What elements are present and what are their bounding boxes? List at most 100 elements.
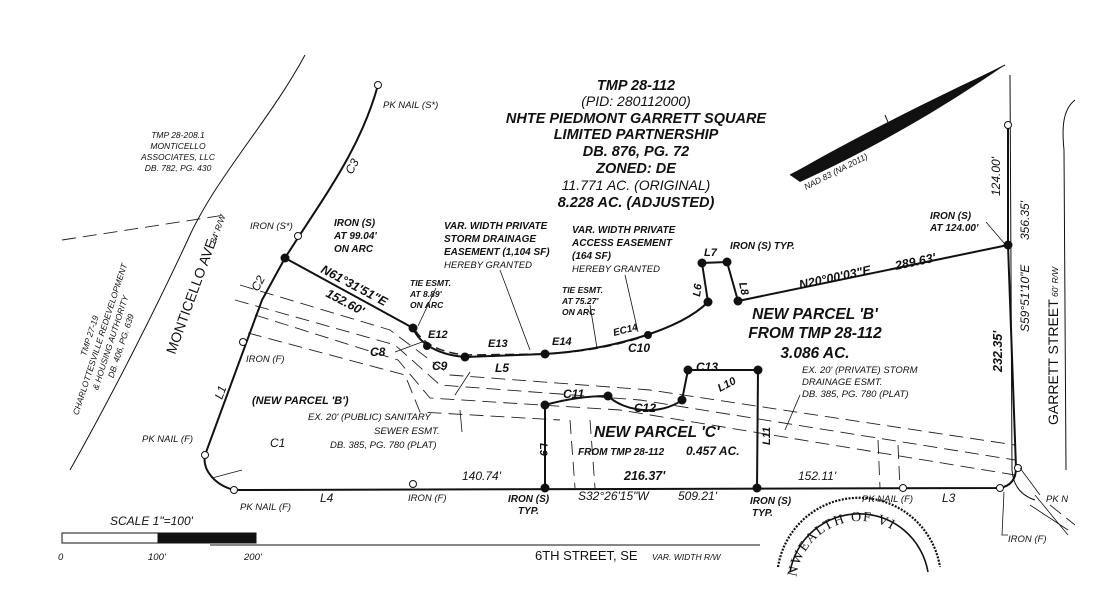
scale-tick-0: 0 — [58, 552, 64, 563]
label-l3: L3 — [942, 491, 956, 505]
distance-south-c: 152.11' — [798, 469, 837, 483]
note-line: VAR. WIDTH PRIVATE — [444, 221, 548, 232]
distance-east-upper: 124.00' — [989, 156, 1003, 196]
scale-bar: SCALE 1"=100' 0 100' 200' — [58, 514, 263, 563]
note-line: EASEMENT (1,104 SF) — [444, 247, 550, 258]
label-l11: L11 — [761, 427, 773, 445]
adjoiner-line: ASSOCIATES, LLC — [140, 152, 216, 162]
note-line: SEWER ESMT. — [374, 426, 440, 437]
monument-pk-n-se — [1014, 464, 1022, 472]
label-c12: C12 — [634, 401, 656, 415]
surveyor-seal: NWEALTH OF VI — [776, 496, 942, 578]
parcel-b-from: FROM TMP 28-112 — [748, 325, 882, 342]
note-line: HEREBY GRANTED — [572, 264, 660, 275]
monument-pk-nail-f-corner — [230, 486, 238, 494]
leader-lines — [211, 221, 1041, 536]
note-iron-124: IRON (S) AT 124.00' — [929, 211, 979, 234]
note-sanitary: EX. 20' (PUBLIC) SANITARY SEWER ESMT. DB… — [308, 412, 440, 451]
adjoiner-line: MONTICELLO — [150, 141, 206, 151]
note-storm-private: VAR. WIDTH PRIVATE STORM DRAINAGE EASEME… — [444, 221, 550, 271]
label-c9: C9 — [432, 359, 448, 373]
scale-tick-100: 100' — [148, 552, 167, 563]
parcel-c-c11 — [544, 395, 609, 406]
note-line: HEREBY GRANTED — [444, 260, 532, 271]
label-iron-s-star: IRON (S*) — [250, 221, 293, 232]
label-l1: L1 — [212, 384, 230, 401]
curve-line-labels: C3 C2 L1 C1 L4 L3 C8 C9 C10 L5 L6 L7 L8 … — [212, 156, 956, 505]
street-monticello: MONTICELLO AVE. 84' R/W — [163, 212, 228, 356]
label-ec14: EC14 — [612, 322, 639, 339]
distance-mid-line: 289.63' — [893, 250, 938, 273]
monument-pk-nail-f-west — [201, 451, 209, 459]
parcel-c-title: NEW PARCEL 'C' — [594, 424, 721, 441]
boundary-l6-l8 — [700, 260, 739, 303]
label-c8: C8 — [370, 345, 386, 359]
note-line: EX. 20' (PRIVATE) STORM — [802, 365, 918, 376]
note-line: (164 SF) — [572, 251, 612, 262]
title-zoned: ZONED: DE — [595, 161, 677, 177]
title-owner-2: LIMITED PARTNERSHIP — [554, 127, 719, 143]
note-line: AT 8.89' — [409, 289, 443, 299]
label-typ-1: TYP. — [518, 506, 539, 517]
title-deed: DB. 876, PG. 72 — [583, 144, 689, 160]
bearing-east-line: S59°51'10"E — [1018, 264, 1032, 332]
label-l8: L8 — [736, 281, 751, 297]
label-iron-f-south: IRON (F) — [408, 493, 447, 504]
parcel-b-label: NEW PARCEL 'B' FROM TMP 28-112 3.086 AC. — [748, 306, 882, 362]
note-access-private: VAR. WIDTH PRIVATE ACCESS EASEMENT (164 … — [571, 225, 676, 275]
note-line: AT 99.04' — [333, 231, 377, 242]
note-line: IRON (S) — [334, 218, 376, 229]
note-line: DRAINAGE ESMT. — [802, 377, 882, 388]
note-line: DB. 385, PG. 780 (PLAT) — [330, 440, 436, 451]
background-linework — [61, 54, 1076, 546]
label-c11: C11 — [563, 387, 584, 401]
label-pk-nail-f-west: PK NAIL (F) — [142, 434, 193, 445]
monument-iron-s-124 — [1003, 240, 1013, 250]
north-arrow-icon: NAD 83 (NA 2011) — [789, 64, 1006, 192]
monument-iron-s-typ-1 — [540, 483, 550, 493]
label-typ-2: TYP. — [752, 508, 773, 519]
title-area-adjusted: 8.228 AC. (ADJUSTED) — [558, 195, 715, 211]
note-iron-9904: IRON (S) AT 99.04' ON ARC — [333, 218, 377, 255]
label-l5: L5 — [495, 361, 509, 375]
monument-iron-s-9904 — [280, 253, 290, 263]
monticello-name: MONTICELLO AVE. — [163, 233, 221, 356]
label-pk-n: PK N — [1046, 494, 1068, 505]
boundary-west — [203, 257, 286, 491]
parcel-b-ref: (NEW PARCEL 'B') — [252, 395, 349, 407]
label-iron-f-se: IRON (F) — [1008, 534, 1047, 545]
label-c2: C2 — [248, 273, 268, 293]
label-l9: L9 — [537, 443, 549, 457]
note-line: ACCESS EASEMENT — [571, 238, 673, 249]
note-line: DB. 385, PG. 780 (PLAT) — [802, 389, 908, 400]
distance-south-total: 509.21' — [678, 489, 718, 503]
note-storm-existing: EX. 20' (PRIVATE) STORM DRAINAGE ESMT. D… — [802, 365, 918, 400]
note-line: IRON (S) — [930, 211, 972, 222]
boundary-n20-line — [737, 244, 1009, 302]
label-c3: C3 — [342, 156, 362, 176]
garrett-rw: 60' R/W — [1050, 266, 1060, 297]
scale-segment-black — [157, 532, 257, 544]
parcel-b-area: 3.086 AC. — [780, 345, 849, 362]
label-l7: L7 — [704, 247, 718, 259]
label-c1: C1 — [270, 436, 285, 450]
sixth-street-name: 6TH STREET, SE — [535, 548, 638, 563]
label-pk-nail-s: PK NAIL (S*) — [383, 100, 438, 111]
note-line: TIE ESMT. — [410, 278, 451, 288]
parcel-c-c12 — [607, 395, 683, 412]
monument-pk-nail-s — [374, 81, 382, 89]
note-line: TIE ESMT. — [562, 285, 603, 295]
parcel-c-label: NEW PARCEL 'C' FROM TMP 28-112 0.457 AC. — [578, 424, 740, 458]
boundary-north-line — [284, 257, 414, 329]
scale-tick-200: 200' — [243, 552, 263, 563]
seal-text: NWEALTH OF VI — [785, 510, 898, 578]
parcel-boundary — [203, 84, 1017, 491]
street-garrett: GARRETT STREET 60' R/W — [1045, 266, 1061, 425]
label-iron-s-2: IRON (S) — [750, 496, 792, 507]
note-line: EX. 20' (PUBLIC) SANITARY — [308, 412, 431, 423]
note-line: AT 124.00' — [929, 223, 979, 234]
scale-segment-white — [61, 532, 159, 544]
title-owner-1: NHTE PIEDMONT GARRETT SQUARE — [506, 111, 768, 127]
monument-iron-f-south — [409, 480, 417, 488]
distance-east-total: 356.35' — [1018, 200, 1032, 240]
